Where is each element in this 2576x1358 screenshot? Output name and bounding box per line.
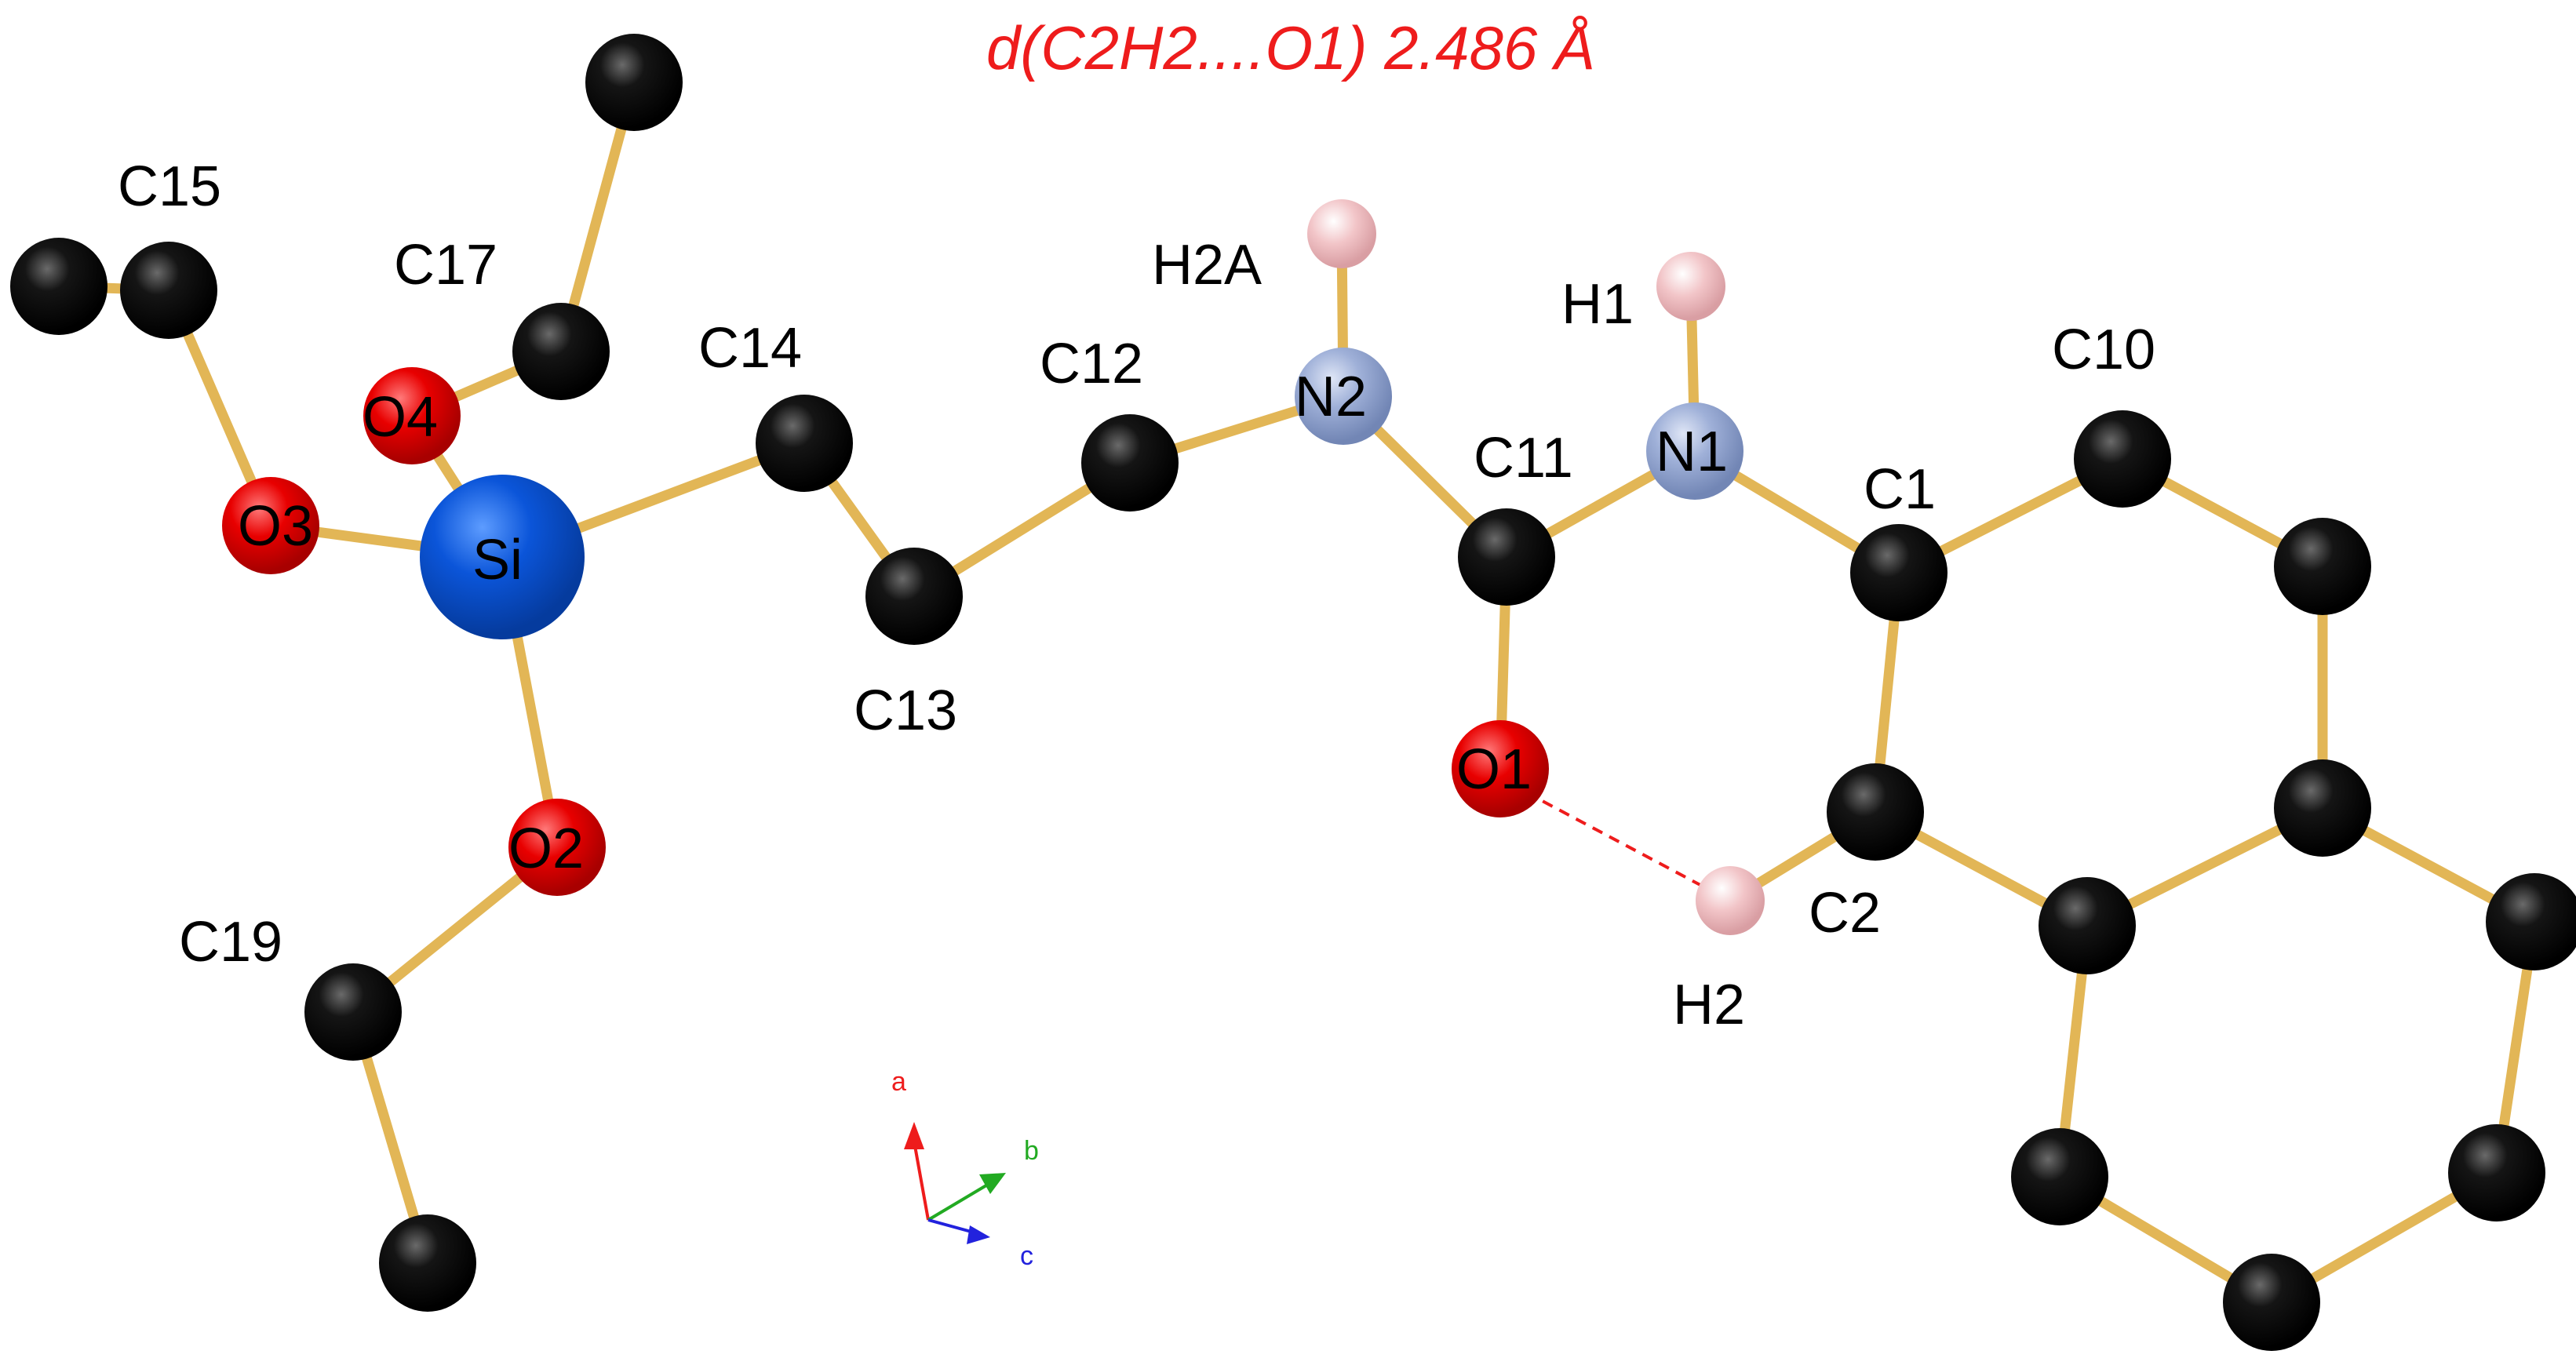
axis-a-line — [913, 1141, 930, 1221]
atom-carbon-ring-b — [2274, 759, 2371, 857]
label-o4: O4 — [363, 386, 438, 449]
label-c13: C13 — [854, 679, 957, 742]
atom-carbon-c15-methyl — [10, 238, 107, 335]
atom-carbon-c13 — [865, 548, 963, 645]
atom-carbon-c10 — [2074, 410, 2171, 508]
axis-b-line — [927, 1181, 992, 1221]
atom-carbon-c17 — [512, 303, 610, 400]
axis-c-line — [927, 1218, 978, 1235]
label-h2a: H2A — [1152, 234, 1262, 297]
label-c19: C19 — [179, 911, 282, 974]
axis-a-arrowhead — [904, 1122, 924, 1149]
label-c1: C1 — [1864, 458, 1936, 521]
label-o3: O3 — [238, 495, 313, 558]
atom-carbon-ring-a — [2274, 518, 2371, 615]
atom-silicon — [420, 475, 585, 639]
atom-oxygen-o2 — [508, 799, 606, 896]
atom-hydrogen-h1 — [1656, 252, 1725, 321]
atom-carbon-c2 — [1827, 763, 1924, 861]
atom-carbon-c19 — [304, 963, 402, 1061]
contact-h2-o1 — [1525, 791, 1711, 892]
atom-carbon-c19-methyl — [379, 1214, 476, 1312]
atom-carbon-ring-c — [2039, 877, 2136, 974]
atom-carbon-c12 — [1081, 414, 1179, 512]
atom-oxygen-o4 — [363, 367, 461, 464]
label-h2: H2 — [1673, 974, 1745, 1036]
label-o2: O2 — [508, 817, 584, 880]
label-c14: C14 — [698, 317, 802, 380]
label-h1: H1 — [1561, 273, 1634, 336]
axis-c-arrowhead — [967, 1225, 990, 1244]
atom-labels: C15 C17 O4 O3 Si O2 C19 C14 C13 C12 H2A … — [118, 155, 2155, 1036]
atoms — [10, 34, 2576, 1351]
atom-carbon-ring-g — [2011, 1128, 2108, 1225]
axis-a-label: a — [891, 1067, 906, 1097]
label-c12: C12 — [1040, 333, 1143, 395]
label-c15: C15 — [118, 155, 221, 218]
atom-oxygen-o1 — [1452, 720, 1549, 817]
axes-indicator: a b c — [891, 1067, 1039, 1271]
axis-b-arrowhead — [979, 1173, 1006, 1194]
label-n2: N2 — [1295, 366, 1367, 428]
atom-nitrogen-n1 — [1646, 402, 1743, 500]
label-c2: C2 — [1809, 882, 1881, 945]
label-o1: O1 — [1456, 738, 1532, 801]
atom-carbon-c14 — [756, 395, 853, 492]
axis-c-label: c — [1020, 1241, 1033, 1271]
atom-carbon-c15 — [120, 242, 217, 339]
atom-oxygen-o3 — [222, 477, 319, 574]
label-si: Si — [472, 529, 523, 592]
atom-carbon-ring-e — [2448, 1124, 2545, 1221]
label-c17: C17 — [394, 234, 497, 297]
atom-carbon-ring-d — [2486, 873, 2576, 970]
atom-nitrogen-n2 — [1295, 348, 1392, 445]
atom-hydrogen-h2a — [1307, 199, 1376, 268]
label-c10: C10 — [2052, 319, 2155, 381]
label-c11: C11 — [1474, 427, 1573, 490]
atom-carbon-c17-methyl — [585, 34, 683, 131]
label-n1: N1 — [1656, 421, 1728, 483]
axis-b-label: b — [1024, 1136, 1039, 1166]
atom-carbon-c1 — [1850, 524, 1947, 621]
atom-hydrogen-h2 — [1696, 866, 1765, 935]
atom-carbon-ring-f — [2223, 1254, 2320, 1351]
atom-carbon-c11 — [1458, 508, 1555, 606]
distance-title: d(C2H2....O1) 2.486 Å — [986, 13, 1595, 82]
